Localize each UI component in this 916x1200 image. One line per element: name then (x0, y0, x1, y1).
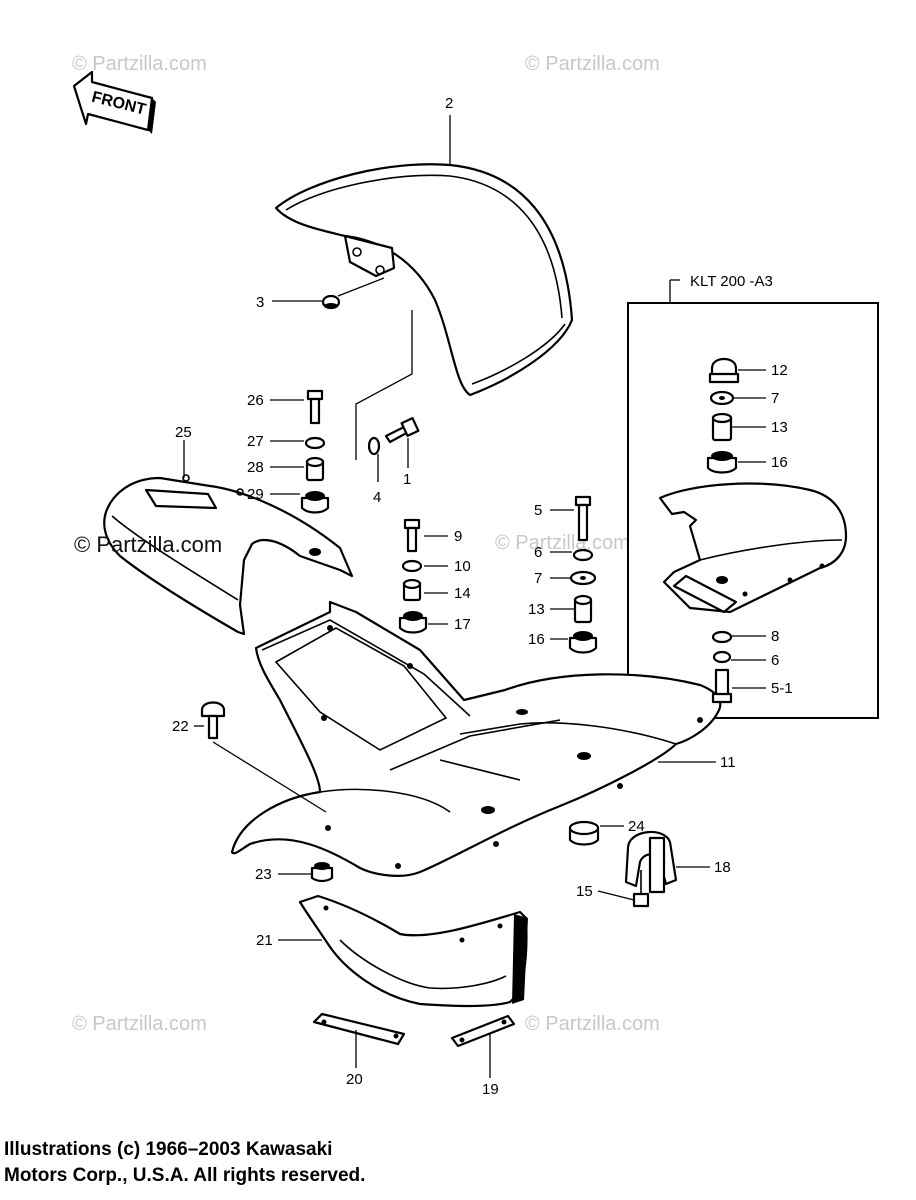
part-28-collar (305, 456, 325, 482)
part-6b-washer (712, 650, 732, 664)
callout-23: 23 (255, 866, 272, 883)
callout-22: 22 (172, 718, 189, 735)
callout-20: 20 (346, 1071, 363, 1088)
watermark-top-left: © Partzilla.com (72, 53, 207, 75)
part-16b-grommet (706, 451, 738, 474)
callout-13b: 13 (771, 419, 788, 436)
callout-1: 1 (403, 471, 411, 488)
part-15-strap (632, 870, 650, 908)
callout-24: 24 (628, 818, 645, 835)
callout-27: 27 (247, 433, 264, 450)
variant-box-label: KLT 200 -A3 (690, 273, 773, 290)
callout-10: 10 (454, 558, 471, 575)
callout-3: 3 (256, 294, 264, 311)
part-1-bolt (384, 417, 420, 444)
part-11-rear-fender (230, 600, 722, 877)
part-20-plate (312, 1012, 406, 1046)
callout-5-1: 5-1 (771, 680, 793, 697)
copyright-line-1: Illustrations (c) 1966–2003 Kawasaki (4, 1139, 333, 1160)
part-18-clamp (624, 830, 678, 894)
part-26-bolt (306, 389, 324, 425)
part-29-grommet (300, 491, 330, 514)
part-13b-collar (711, 412, 733, 442)
callout-25: 25 (175, 424, 192, 441)
callout-7b: 7 (771, 390, 779, 407)
watermark-bottom-left: © Partzilla.com (72, 1013, 207, 1035)
part-7b-washer (709, 390, 735, 406)
part-19-plate (450, 1014, 516, 1048)
variant-box: KLT 200 -A3 (627, 273, 879, 719)
callout-11: 11 (720, 754, 736, 771)
leader-lines (183, 115, 766, 1078)
callout-9: 9 (454, 528, 462, 545)
part-17-grommet (398, 611, 428, 634)
part-12-cap-nut (708, 357, 740, 384)
callout-28: 28 (247, 459, 264, 476)
part-22-bolt (200, 701, 226, 740)
watermark-mid-center: © Partzilla.com (495, 532, 630, 554)
callout-15: 15 (576, 883, 593, 900)
part-6-washer (572, 548, 594, 562)
callout-7a: 7 (534, 570, 542, 587)
copyright-notice: Illustrations (c) 1966–2003 Kawasaki Mot… (4, 1137, 365, 1189)
part-13-collar (573, 594, 593, 624)
part-21-mud-guard (298, 894, 528, 1008)
callout-16a: 16 (528, 631, 545, 648)
callout-labels: 2 3 26 27 28 29 25 1 4 9 10 14 17 5 6 7 … (172, 95, 793, 1098)
callout-21: 21 (256, 932, 273, 949)
part-8-washer (711, 630, 733, 644)
callout-5: 5 (534, 502, 542, 519)
watermark-mid-left: © Partzilla.com (74, 532, 222, 557)
callout-14: 14 (454, 585, 471, 602)
callout-8: 8 (771, 628, 779, 645)
callout-19: 19 (482, 1081, 499, 1098)
part-3-nut (321, 294, 341, 310)
part-23-grommet (310, 862, 334, 883)
part-14-collar (402, 578, 422, 602)
callout-2: 2 (445, 95, 453, 112)
callout-12: 12 (771, 362, 788, 379)
front-arrow: FRONT (72, 70, 156, 134)
callout-26: 26 (247, 392, 264, 409)
part-5-bolt (574, 495, 592, 542)
part-7-washer (569, 570, 597, 586)
callout-18: 18 (714, 859, 731, 876)
part-16-grommet (568, 631, 598, 654)
callout-13a: 13 (528, 601, 545, 618)
watermark-bottom-right: © Partzilla.com (525, 1013, 660, 1035)
part-5-1-bolt (711, 668, 733, 704)
front-fender (274, 163, 574, 397)
callout-16b: 16 (771, 454, 788, 471)
callout-6b: 6 (771, 652, 779, 669)
callout-6a: 6 (534, 544, 542, 561)
copyright-line-2: Motors Corp., U.S.A. All rights reserved… (4, 1165, 366, 1186)
callout-17: 17 (454, 616, 471, 633)
callout-4: 4 (373, 489, 381, 506)
callout-29: 29 (247, 486, 264, 503)
part-24-cushion (568, 820, 600, 846)
part-9-bolt (403, 518, 421, 553)
part-10-washer (401, 559, 423, 573)
part-25-cover (103, 474, 354, 636)
variant-plate (658, 482, 848, 614)
part-4-washer (367, 436, 381, 456)
watermark-top-right: © Partzilla.com (525, 53, 660, 75)
part-27-washer (304, 436, 326, 450)
